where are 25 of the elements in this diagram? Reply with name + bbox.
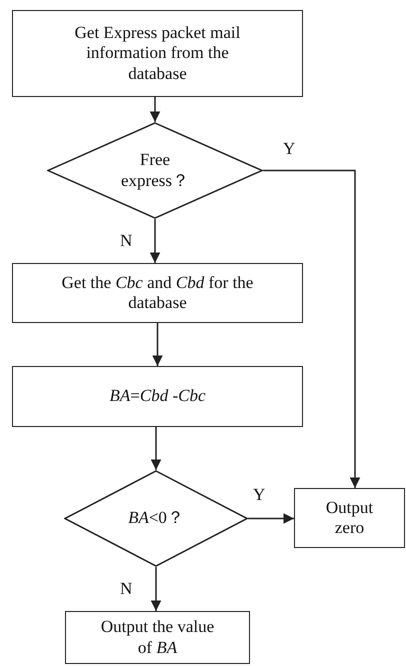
decision-diamond: [64, 470, 248, 567]
decision-diamond: [47, 122, 263, 219]
edge-label: N: [120, 232, 132, 249]
node-text: Output the value of BA: [100, 617, 216, 658]
arrow: [150, 567, 162, 611]
edge-label: Y: [283, 140, 296, 157]
process-box: [12, 366, 303, 427]
node-text: Get the Cbc and Cbd for the database: [60, 272, 254, 314]
arrow: [152, 323, 163, 366]
node-text: BA<0？: [127, 508, 185, 529]
arrow: [150, 219, 160, 263]
node-text: Free express？: [120, 150, 190, 191]
process-box: [12, 263, 303, 323]
edge-label: Y: [253, 486, 266, 503]
node-text: Output zero: [324, 498, 374, 538]
arrow: [150, 97, 160, 122]
arrow: [248, 513, 294, 524]
node-text: BA=Cbd -Cbc: [108, 386, 207, 407]
process-box: [12, 10, 303, 97]
process-box: [294, 488, 405, 548]
arrow: [150, 427, 162, 470]
arrow: [263, 170, 360, 488]
process-box: [65, 611, 250, 664]
node-text: Get Express packet mail information from the database: [74, 22, 242, 84]
edge-label: N: [120, 580, 132, 597]
